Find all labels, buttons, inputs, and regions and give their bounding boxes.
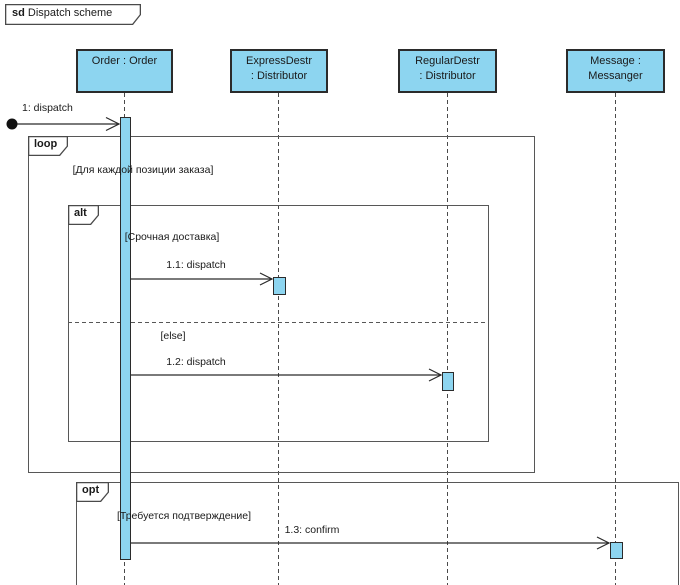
lifeline-header-messanger-line1: Message : [590,55,641,67]
diagram-title-tab: sd Dispatch scheme [5,4,141,25]
activation-bar-order [119,117,131,560]
lifeline-header-express-line1: ExpressDestr [245,55,313,67]
alt-operator-tag: alt [68,205,99,225]
loop-fragment-frame [28,136,535,473]
message-1-2-label: 1.2: dispatch [166,356,226,368]
lifeline-express-destr [278,93,279,585]
title-keyword: sd [12,7,25,19]
alt-else-divider [68,322,487,323]
loop-tag-fill [29,137,66,154]
title-name: Dispatch scheme [27,7,113,19]
found-message-endpoint [6,118,18,130]
message-1-arrowhead [105,116,121,132]
alt-guard-urgent-label: [Срочная доставка] [124,231,220,243]
alt-guard-else-label: [else] [160,330,186,342]
lifeline-header-messanger: Message : Messanger [566,49,665,93]
loop-operator-tag: loop [28,136,68,156]
alt-fragment-frame [68,205,489,442]
opt-tag-fill [77,483,107,500]
alt-operator-label: alt [74,207,87,219]
loop-operator-label: loop [34,138,58,150]
lifeline-header-order-line1: Order : Order [91,55,158,67]
alt-tag-fill [69,206,97,223]
lifeline-regular-destr [447,93,448,585]
message-1-3-label: 1.3: confirm [284,524,340,536]
diagram-title: sd Dispatch scheme [12,7,112,19]
lifeline-header-express-line2: : Distributor [250,70,308,82]
diagram-title-tab-fill [6,5,139,23]
lifeline-header-regular-destr: RegularDestr : Distributor [398,49,497,93]
activation-bar-express-destr [272,277,286,295]
opt-guard-label: [Требуется подтверждение] [116,510,252,522]
loop-guard-label: [Для каждой позиции заказа] [72,164,214,176]
lifeline-header-regular-line1: RegularDestr [415,55,480,67]
opt-fragment-frame [76,482,679,585]
opt-operator-label: opt [82,484,100,496]
lifeline-header-order: Order : Order [76,49,173,93]
opt-operator-tag: opt [76,482,109,502]
activation-bar-messanger [609,542,623,559]
activation-bar-regular-destr [441,372,454,391]
message-1-1-label: 1.1: dispatch [166,259,226,271]
lifeline-header-express-destr: ExpressDestr : Distributor [230,49,328,93]
message-1-label: 1: dispatch [22,102,73,114]
lifeline-header-regular-line2: : Distributor [419,70,476,82]
lifeline-header-messanger-line2: Messanger [588,70,643,82]
lifeline-messanger [615,93,616,585]
